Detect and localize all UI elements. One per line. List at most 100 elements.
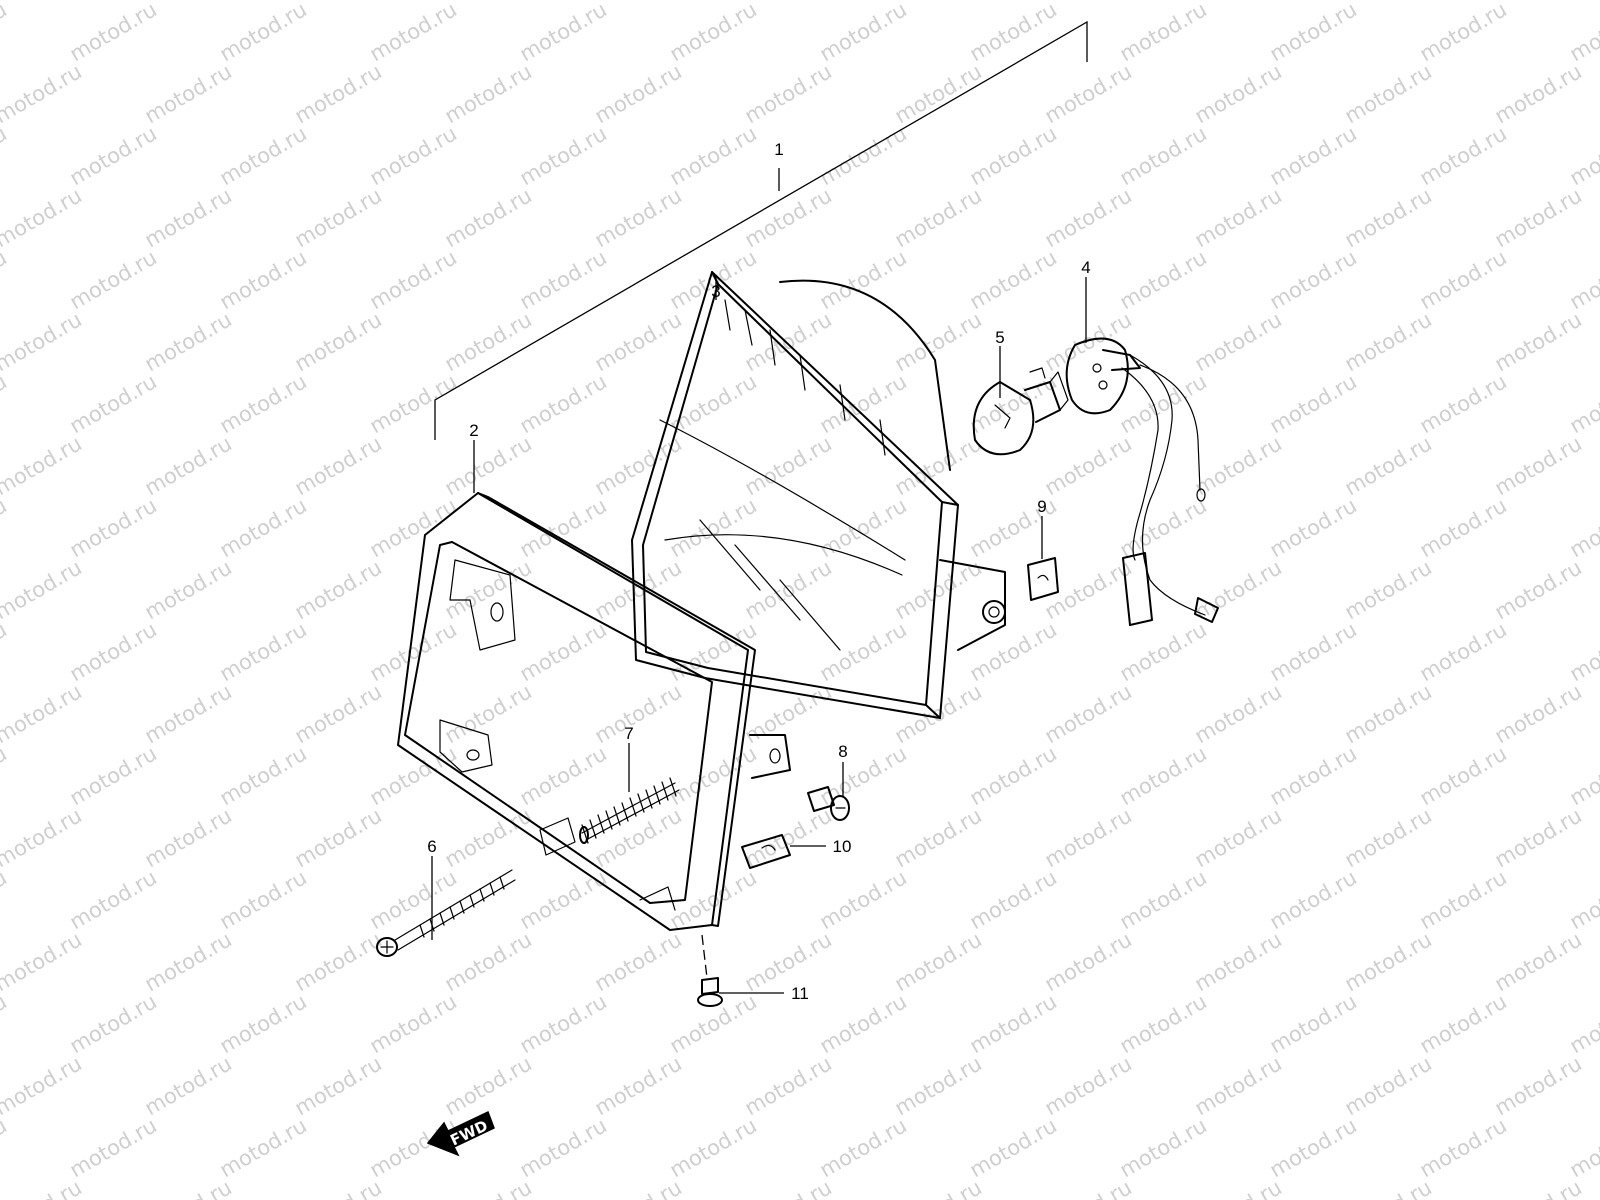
- watermark-text: motod.ru: [741, 59, 836, 128]
- watermark-text: motod.ru: [141, 0, 236, 4]
- watermark-text: motod.ru: [1266, 493, 1361, 562]
- watermark-text: motod.ru: [216, 493, 311, 562]
- watermark-text: motod.ru: [141, 555, 236, 624]
- watermark-text: motod.ru: [1491, 927, 1586, 996]
- watermark-text: motod.ru: [1041, 59, 1136, 128]
- watermark-text: motod.ru: [1041, 431, 1136, 500]
- watermark-text: motod.ru: [1341, 59, 1436, 128]
- watermark-text: motod.ru: [666, 989, 761, 1058]
- watermark-text: motod.ru: [66, 617, 161, 686]
- watermark-text: motod.ru: [591, 59, 686, 128]
- watermark-text: motod.ru: [1341, 1051, 1436, 1120]
- watermark-text: motod.ru: [1566, 989, 1600, 1058]
- watermark-text: motod.ru: [1566, 0, 1600, 66]
- watermark-text: motod.ru: [66, 369, 161, 438]
- watermark-text: motod.ru: [291, 183, 386, 252]
- watermark-text: motod.ru: [516, 121, 611, 190]
- watermark-text: motod.ru: [1491, 59, 1586, 128]
- watermark-text: motod.ru: [0, 59, 86, 128]
- watermark-text: motod.ru: [1116, 865, 1211, 934]
- watermark-text: motod.ru: [1566, 245, 1600, 314]
- watermark-text: motod.ru: [891, 0, 986, 4]
- watermark-text: motod.ru: [816, 989, 911, 1058]
- watermark-text: motod.ru: [366, 493, 461, 562]
- watermark-text: motod.ru: [66, 493, 161, 562]
- watermark-text: motod.ru: [1191, 59, 1286, 128]
- watermark-text: motod.ru: [516, 1113, 611, 1182]
- watermark-text: motod.ru: [1491, 1051, 1586, 1120]
- part-label-6: 6: [427, 837, 436, 856]
- watermark-text: motod.ru: [216, 0, 311, 66]
- watermark-text: motod.ru: [741, 1175, 836, 1200]
- watermark-text: motod.ru: [1341, 927, 1436, 996]
- watermark-text: motod.ru: [0, 493, 11, 562]
- watermark-text: motod.ru: [1116, 493, 1211, 562]
- watermark-text: motod.ru: [741, 1051, 836, 1120]
- watermark-text: motod.ru: [1191, 0, 1286, 4]
- spring-drawing: [579, 777, 680, 844]
- watermark-text: motod.ru: [516, 245, 611, 314]
- watermark-text: motod.ru: [0, 865, 11, 934]
- watermark-text: motod.ru: [891, 307, 986, 376]
- watermark-text: motod.ru: [216, 121, 311, 190]
- watermark-text: motod.ru: [1416, 1113, 1511, 1182]
- watermark-text: motod.ru: [891, 1175, 986, 1200]
- watermark-text: motod.ru: [966, 865, 1061, 934]
- watermark-text: motod.ru: [591, 679, 686, 748]
- watermark-text: motod.ru: [441, 183, 536, 252]
- watermark-text: motod.ru: [966, 121, 1061, 190]
- nut-10-drawing: [741, 834, 791, 869]
- watermark-text: motod.ru: [1566, 741, 1600, 810]
- screw-11-drawing: [697, 934, 723, 1007]
- watermark-text: motod.ru: [816, 1113, 911, 1182]
- watermark-text: motod.ru: [1566, 617, 1600, 686]
- watermark-text: motod.ru: [1191, 183, 1286, 252]
- watermark-text: motod.ru: [1416, 369, 1511, 438]
- watermark-text: motod.ru: [1341, 183, 1436, 252]
- watermark-text: motod.ru: [741, 927, 836, 996]
- forward-arrow-icon: FWD: [426, 1110, 495, 1157]
- leader-lines: [431, 275, 1087, 994]
- watermark-text: motod.ru: [0, 431, 86, 500]
- watermark-text: motod.ru: [1191, 431, 1286, 500]
- watermark-text: motod.ru: [1416, 245, 1511, 314]
- watermark-text: motod.ru: [0, 1051, 86, 1120]
- watermark-text: motod.ru: [891, 183, 986, 252]
- watermark-text: motod.ru: [1341, 431, 1436, 500]
- watermark-text: motod.ru: [1341, 803, 1436, 872]
- watermark-text: motod.ru: [1341, 307, 1436, 376]
- watermark-text: motod.ru: [141, 307, 236, 376]
- watermark-text: motod.ru: [1041, 183, 1136, 252]
- watermark-text: motod.ru: [141, 803, 236, 872]
- watermark-text: motod.ru: [516, 741, 611, 810]
- watermark-text: motod.ru: [1491, 803, 1586, 872]
- watermark-text: motod.ru: [66, 865, 161, 934]
- watermark-text: motod.ru: [741, 307, 836, 376]
- watermark-text: motod.ru: [1266, 617, 1361, 686]
- watermark-text: motod.ru: [441, 59, 536, 128]
- watermark-text: motod.ru: [1341, 1175, 1436, 1200]
- watermark-text: motod.ru: [1266, 369, 1361, 438]
- watermark-text: motod.ru: [1041, 1051, 1136, 1120]
- watermark-text: motod.ru: [1341, 679, 1436, 748]
- watermark-text: motod.ru: [666, 617, 761, 686]
- watermark-text: motod.ru: [591, 0, 686, 4]
- watermark-text: motod.ru: [366, 741, 461, 810]
- watermark-text: motod.ru: [141, 431, 236, 500]
- watermark-text: motod.ru: [891, 1051, 986, 1120]
- watermark-text: motod.ru: [0, 121, 11, 190]
- headlight-rim-drawing: [397, 492, 756, 931]
- watermark-text: motod.ru: [0, 555, 86, 624]
- watermark-text: motod.ru: [0, 183, 86, 252]
- watermark-text: motod.ru: [216, 617, 311, 686]
- watermark-text: motod.ru: [1566, 121, 1600, 190]
- watermark-text: motod.ru: [1566, 493, 1600, 562]
- watermark-text: motod.ru: [291, 1175, 386, 1200]
- watermark-text: motod.ru: [516, 493, 611, 562]
- watermark-text: motod.ru: [1266, 1113, 1361, 1182]
- watermark-text: motod.ru: [516, 617, 611, 686]
- watermark-text: motod.ru: [1266, 865, 1361, 934]
- watermark-text: motod.ru: [441, 803, 536, 872]
- watermark-text: motod.ru: [1116, 0, 1211, 66]
